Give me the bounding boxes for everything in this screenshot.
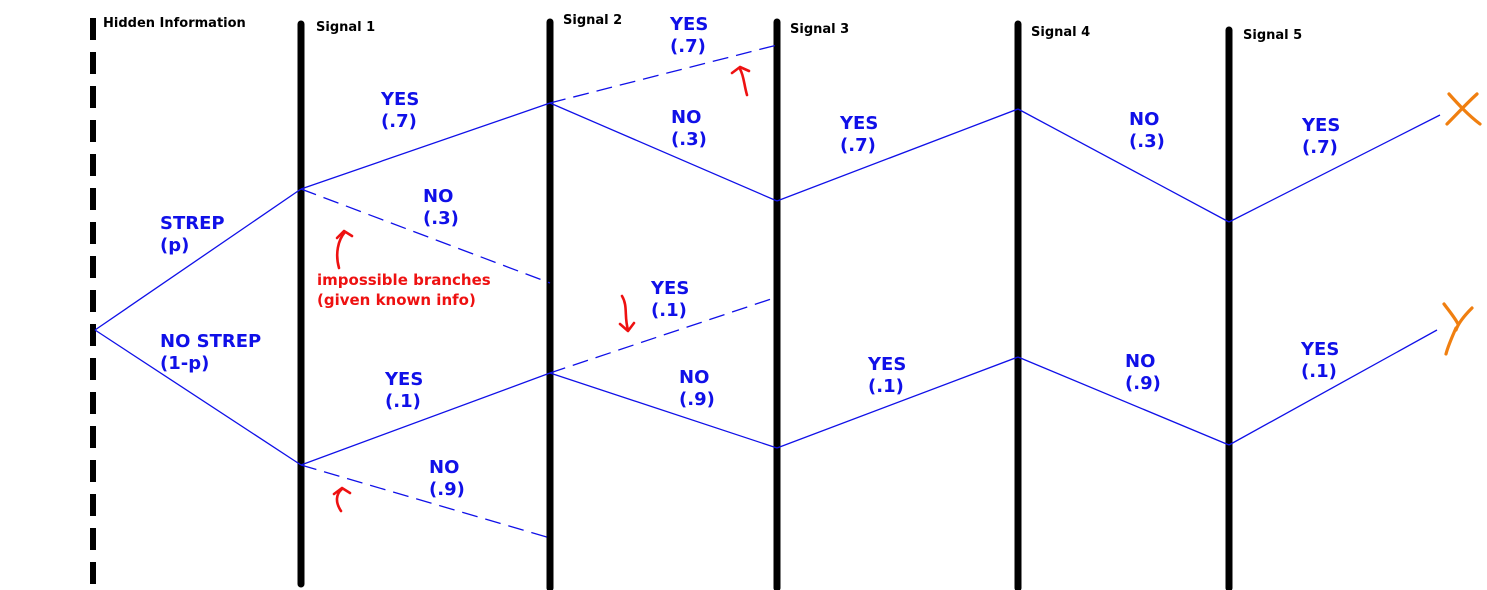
label-no-strep: NO STREP (1-p) (160, 331, 268, 374)
label-nostrep-s4-no: NO (.9) (1125, 351, 1162, 394)
branch-strep-s1-no-impossible (300, 188, 551, 284)
branch-strep-s4-no (1017, 108, 1230, 223)
impossible-branches-note: impossible branches (given known info) (317, 271, 496, 309)
label-nostrep-s2-no: NO (.9) (679, 367, 716, 410)
red-arrow-strep-no (335, 229, 354, 270)
label-strep: STREP (p) (160, 213, 231, 256)
label-strep-text: STREP (160, 213, 225, 234)
label-no-strep-text: NO STREP (160, 331, 261, 352)
header-hidden-information: Hidden Information (103, 16, 246, 31)
label-strep-s1-yes: YES (.7) (380, 89, 426, 132)
label-strep-s2-yes: YES (.7) (669, 14, 715, 57)
branch-nostrep-s1-yes (300, 372, 551, 466)
header-signal-2: Signal 2 (563, 13, 622, 28)
red-arrow-strep-s2-yes (730, 65, 751, 97)
label-strep-s2-no: NO (.3) (671, 107, 708, 150)
red-arrow-nostrep-s2-yes (618, 294, 636, 333)
branch-strep-s5-yes (1228, 114, 1441, 223)
branch-nostrep-s1-no-impossible (300, 464, 551, 539)
label-strep-s3-yes: YES (.7) (839, 113, 885, 156)
branch-no-strep (94, 329, 302, 466)
label-nostrep-s1-no: NO (.9) (429, 457, 466, 500)
outcome-x-marker (1445, 92, 1482, 126)
branch-strep-s1-yes (300, 102, 551, 190)
branch-nostrep-s2-yes-impossible (549, 296, 778, 374)
branch-nostrep-s3-yes (776, 356, 1019, 449)
label-strep-s4-no: NO (.3) (1129, 109, 1166, 152)
label-nostrep-s2-yes: YES (.1) (650, 278, 696, 321)
label-strep-s1-no: NO (.3) (423, 186, 460, 229)
branch-strep (94, 188, 302, 331)
label-nostrep-s3-yes: YES (.1) (867, 354, 913, 397)
label-nostrep-s5-yes: YES (.1) (1300, 339, 1346, 382)
branch-nostrep-s4-no (1017, 356, 1230, 446)
header-signal-3: Signal 3 (790, 22, 849, 37)
header-signal-5: Signal 5 (1243, 28, 1302, 43)
branch-nostrep-s2-no (549, 372, 778, 449)
label-no-strep-prob: (1-p) (160, 353, 209, 374)
branch-nostrep-s5-yes (1228, 329, 1438, 446)
outcome-y-marker (1442, 302, 1474, 356)
header-signal-4: Signal 4 (1031, 25, 1090, 40)
branch-strep-s2-yes-impossible (549, 44, 778, 104)
red-arrow-nostrep-no (332, 486, 352, 513)
label-strep-s5-yes: YES (.7) (1301, 115, 1347, 158)
label-nostrep-s1-yes: YES (.1) (384, 369, 430, 412)
branch-strep-s2-no (549, 102, 778, 202)
label-strep-prob: (p) (160, 235, 189, 256)
branch-strep-s3-yes (776, 108, 1019, 202)
header-signal-1: Signal 1 (316, 20, 375, 35)
